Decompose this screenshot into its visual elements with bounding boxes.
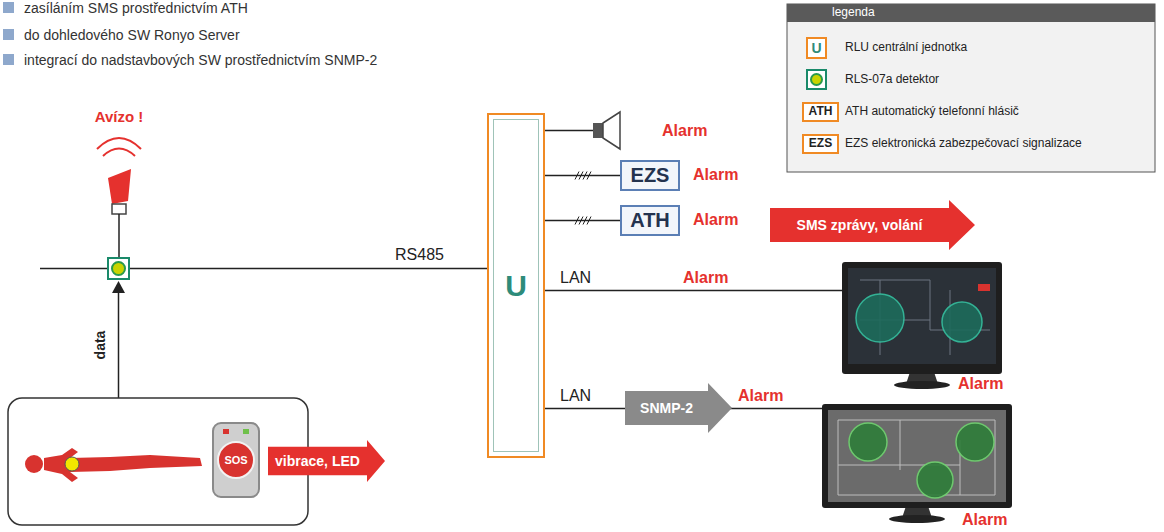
alarm-text: Alarm	[662, 122, 707, 140]
cable-mark	[575, 217, 579, 225]
ezs-box: EZS	[620, 160, 680, 191]
sos-button: SOS	[212, 422, 260, 498]
rs485-bus	[129, 268, 487, 270]
legend-header	[787, 4, 1155, 22]
legend-text: RLU centrální jednotka	[845, 41, 967, 55]
speaker-cone	[603, 112, 620, 149]
data-label: data	[92, 331, 108, 360]
arrow-body	[625, 383, 732, 433]
lying-person	[25, 448, 202, 482]
beacon-base	[112, 204, 126, 214]
lan-line	[545, 290, 842, 292]
signal-wave	[97, 138, 141, 149]
node-text: vibrace, LED	[275, 453, 360, 469]
indicator-led	[223, 429, 229, 434]
alarm-text: Alarm	[958, 375, 1003, 393]
beacon-symbol	[108, 169, 131, 204]
connector	[545, 220, 620, 222]
indicator-led	[243, 429, 249, 434]
monitor-screen	[842, 262, 1002, 389]
legend-text: EZS elektronická zabezpečovací signaliza…	[845, 137, 1082, 151]
bullet-text: zasíláním SMS prostřednictvím ATH	[24, 0, 248, 16]
cable-mark	[587, 217, 591, 225]
legend-text: RLS-07a detektor	[845, 73, 939, 87]
legend-unit-icon	[807, 38, 826, 58]
feedback-arrow: vibrace, LED	[268, 440, 385, 482]
alarm-text: Alarm	[683, 269, 728, 287]
node-text: SNMP-2	[640, 400, 693, 416]
node-text: EZS	[631, 164, 670, 187]
bullet-marker	[3, 29, 14, 40]
arrow-body	[770, 200, 975, 250]
legend-detector-dot	[811, 74, 822, 85]
data-arrow	[118, 292, 120, 398]
alarm-text: Alarm	[693, 166, 738, 184]
cable-mark	[587, 172, 591, 180]
connector-group	[545, 172, 620, 180]
connector-group	[545, 217, 620, 225]
node-text: ATH	[630, 209, 670, 232]
legend-title: legenda	[832, 6, 875, 20]
ath-box: ATH	[620, 205, 680, 236]
bullet-marker	[3, 2, 14, 13]
alert-text: Avízo !	[95, 108, 144, 125]
rs485-bus	[40, 268, 108, 270]
detector-dot	[112, 262, 125, 275]
speaker-wire	[545, 130, 593, 132]
legend-ezs-icon	[803, 135, 838, 153]
speaker-symbol	[593, 123, 603, 138]
legend-ath-icon	[803, 103, 838, 121]
monitor-screen	[822, 404, 1012, 523]
detector-symbol	[108, 258, 129, 279]
legend-panel	[787, 4, 1155, 172]
alarm-text: Alarm	[693, 211, 738, 229]
legend-detector-icon	[807, 70, 826, 89]
legend-symbol: ATH	[809, 105, 833, 119]
node-text: SMS zprávy, volání	[797, 217, 923, 233]
tag-dot	[65, 457, 79, 471]
node-text: SOS	[217, 441, 255, 479]
legend-symbol: EZS	[809, 137, 832, 151]
alarm-text: Alarm	[738, 387, 783, 405]
interface-name: LAN	[560, 387, 591, 405]
arrow-body	[268, 440, 385, 482]
bullet-text: do dohledového SW Ronyo Server	[24, 27, 240, 43]
bus-name: RS485	[395, 246, 444, 264]
data-arrowhead	[112, 281, 125, 293]
beacon-wire	[118, 214, 120, 258]
signal-wave	[103, 149, 135, 157]
central-unit: U	[487, 113, 545, 458]
bullet-text: integrací do nadstavbových SW prostředni…	[24, 52, 377, 68]
cable-mark	[575, 172, 579, 180]
alarm-text: Alarm	[962, 511, 1007, 529]
legend-text: ATH automatický telefonní hlásič	[845, 105, 1019, 119]
interface-name: LAN	[560, 269, 591, 287]
node-text: U	[505, 269, 527, 303]
cable-mark	[583, 172, 587, 180]
snmp-arrow: SNMP-2	[625, 383, 732, 433]
wearer-panel	[8, 398, 308, 525]
cable-mark	[579, 172, 583, 180]
bullet-marker	[3, 54, 14, 65]
connector	[545, 175, 620, 177]
legend-symbol: U	[811, 40, 821, 56]
sms-arrow: SMS zprávy, volání	[770, 200, 975, 250]
cable-mark	[579, 217, 583, 225]
cable-mark	[583, 217, 587, 225]
